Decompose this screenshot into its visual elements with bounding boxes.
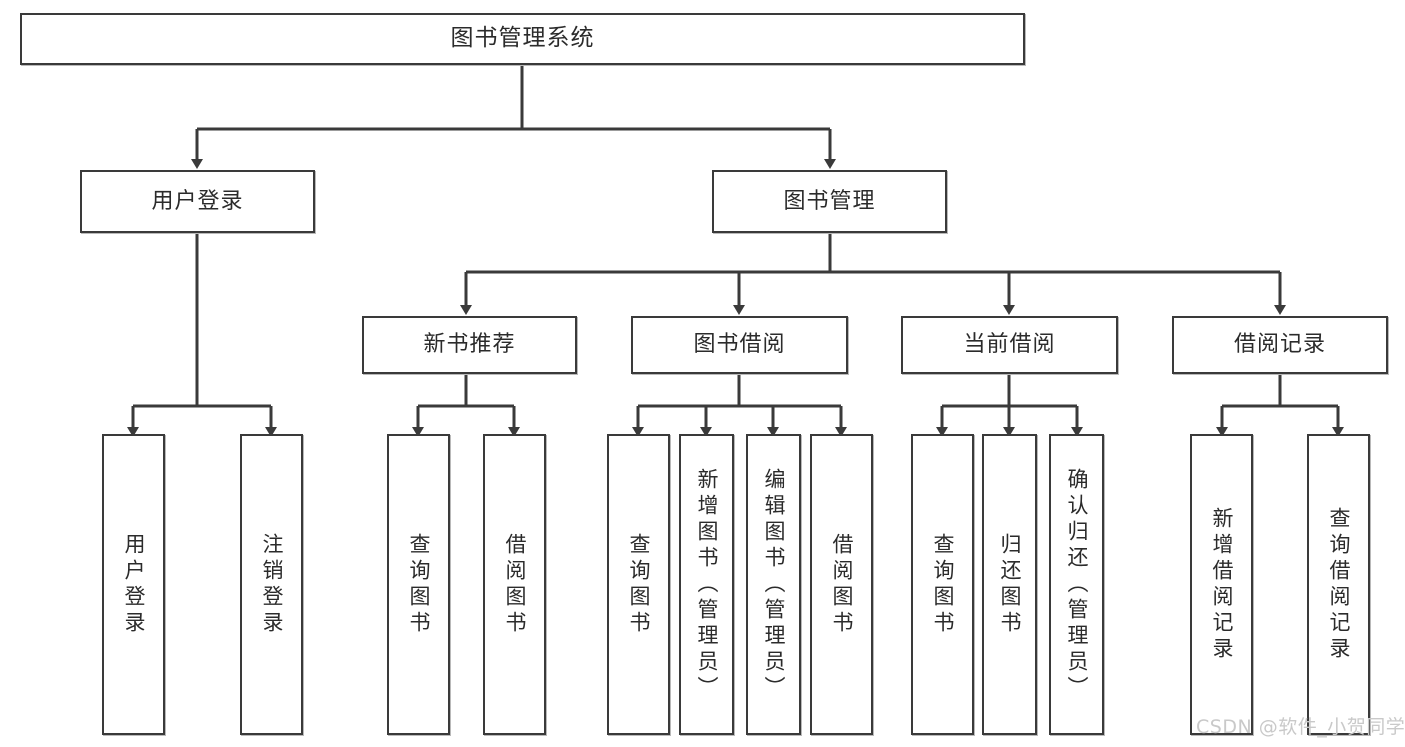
node-label: 归还图书	[998, 532, 1022, 637]
node-label: 注销登录	[260, 532, 284, 637]
node-label: 图书管理系统	[450, 25, 595, 52]
node-root-system[interactable]: 图书管理系统	[20, 13, 1025, 65]
leaf-user-login-login[interactable]: 用户登录	[102, 434, 165, 735]
leaf-current-confirm-return-admin[interactable]: 确认归还（管理员）	[1049, 434, 1104, 735]
leaf-current-return-book[interactable]: 归还图书	[982, 434, 1037, 735]
node-label: 新增图书（管理员）	[695, 467, 719, 702]
node-label: 借阅图书	[503, 532, 527, 637]
node-label: 图书借阅	[693, 332, 786, 358]
node-label: 借阅记录	[1233, 332, 1326, 358]
node-book-management[interactable]: 图书管理	[712, 170, 947, 233]
node-current-borrow[interactable]: 当前借阅	[901, 316, 1118, 374]
node-label: 新书推荐	[423, 332, 516, 358]
node-borrow-record[interactable]: 借阅记录	[1172, 316, 1388, 374]
node-new-book-recommend[interactable]: 新书推荐	[362, 316, 577, 374]
node-label: 借阅图书	[830, 532, 854, 637]
node-label: 当前借阅	[963, 332, 1056, 358]
node-label: 新增借阅记录	[1210, 506, 1234, 663]
leaf-current-query-book[interactable]: 查询图书	[911, 434, 974, 735]
node-label: 确认归还（管理员）	[1065, 467, 1089, 702]
leaf-borrow-query-book[interactable]: 查询图书	[607, 434, 670, 735]
leaf-borrow-borrow-book[interactable]: 借阅图书	[810, 434, 873, 735]
node-label: 用户登录	[122, 532, 146, 637]
node-book-borrow[interactable]: 图书借阅	[631, 316, 848, 374]
node-label: 查询图书	[931, 532, 955, 637]
leaf-recommend-query-book[interactable]: 查询图书	[387, 434, 450, 735]
node-label: 查询借阅记录	[1327, 506, 1351, 663]
node-label: 图书管理	[783, 188, 876, 214]
leaf-user-login-logout[interactable]: 注销登录	[240, 434, 303, 735]
node-label: 查询图书	[407, 532, 431, 637]
leaf-borrow-add-book-admin[interactable]: 新增图书（管理员）	[679, 434, 734, 735]
leaf-record-add-record[interactable]: 新增借阅记录	[1190, 434, 1253, 735]
leaf-recommend-borrow-book[interactable]: 借阅图书	[483, 434, 546, 735]
leaf-borrow-edit-book-admin[interactable]: 编辑图书（管理员）	[746, 434, 801, 735]
node-label: 查询图书	[627, 532, 651, 637]
leaf-record-query-record[interactable]: 查询借阅记录	[1307, 434, 1370, 735]
node-label: 用户登录	[151, 188, 244, 214]
node-label: 编辑图书（管理员）	[762, 467, 786, 702]
node-user-login[interactable]: 用户登录	[80, 170, 315, 233]
